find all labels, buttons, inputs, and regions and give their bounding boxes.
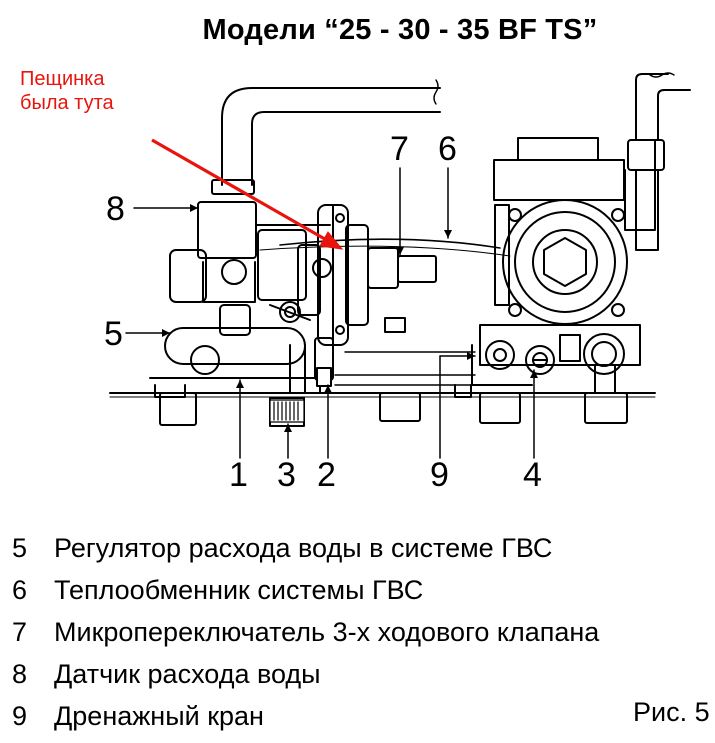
red-arrow <box>151 138 344 250</box>
callout-9: 9 <box>430 456 449 494</box>
circulation-pump <box>471 72 691 394</box>
callout-4: 4 <box>523 456 542 494</box>
microswitch <box>367 247 437 289</box>
bottom-fittings <box>154 384 628 427</box>
legend-number: 6 <box>12 575 28 605</box>
inlet-elbow-pipe <box>211 79 441 195</box>
knurled-plug <box>269 399 305 423</box>
callout-3: 3 <box>277 456 296 494</box>
valve-flange <box>297 204 369 346</box>
callout-8: 8 <box>106 190 125 228</box>
callout-5: 5 <box>104 315 123 353</box>
leader-lines <box>125 167 535 459</box>
annotation-note: Пещинка была тута <box>20 67 114 115</box>
heat-exchanger-edge <box>279 238 501 249</box>
callout-1: 1 <box>229 456 248 494</box>
annotation-line-1: Пещинка <box>20 68 105 90</box>
annotation-line-2: была тута <box>20 92 114 114</box>
legend-number: 8 <box>12 659 28 689</box>
legend-text: Микропереключатель 3-х ходового клапана <box>54 617 600 647</box>
legend-number: 7 <box>12 617 28 647</box>
legend-text: Дренажный кран <box>54 701 264 731</box>
legend-text: Датчик расхода воды <box>54 659 321 689</box>
legend-number: 5 <box>12 533 28 563</box>
legend-text: Теплообменник системы ГВС <box>54 575 424 605</box>
callout-7: 7 <box>390 130 409 168</box>
figure-label: Рис. 5 <box>633 697 710 727</box>
legend-number: 9 <box>12 701 28 731</box>
legend-text: Регулятор расхода воды в системе ГВС <box>54 533 553 563</box>
callout-2: 2 <box>317 456 336 494</box>
flow-sensor <box>169 201 331 303</box>
diagram-title: Модели “25 - 30 - 35 BF TS” <box>202 14 598 46</box>
lower-manifold <box>149 301 476 394</box>
callout-6: 6 <box>438 130 457 168</box>
